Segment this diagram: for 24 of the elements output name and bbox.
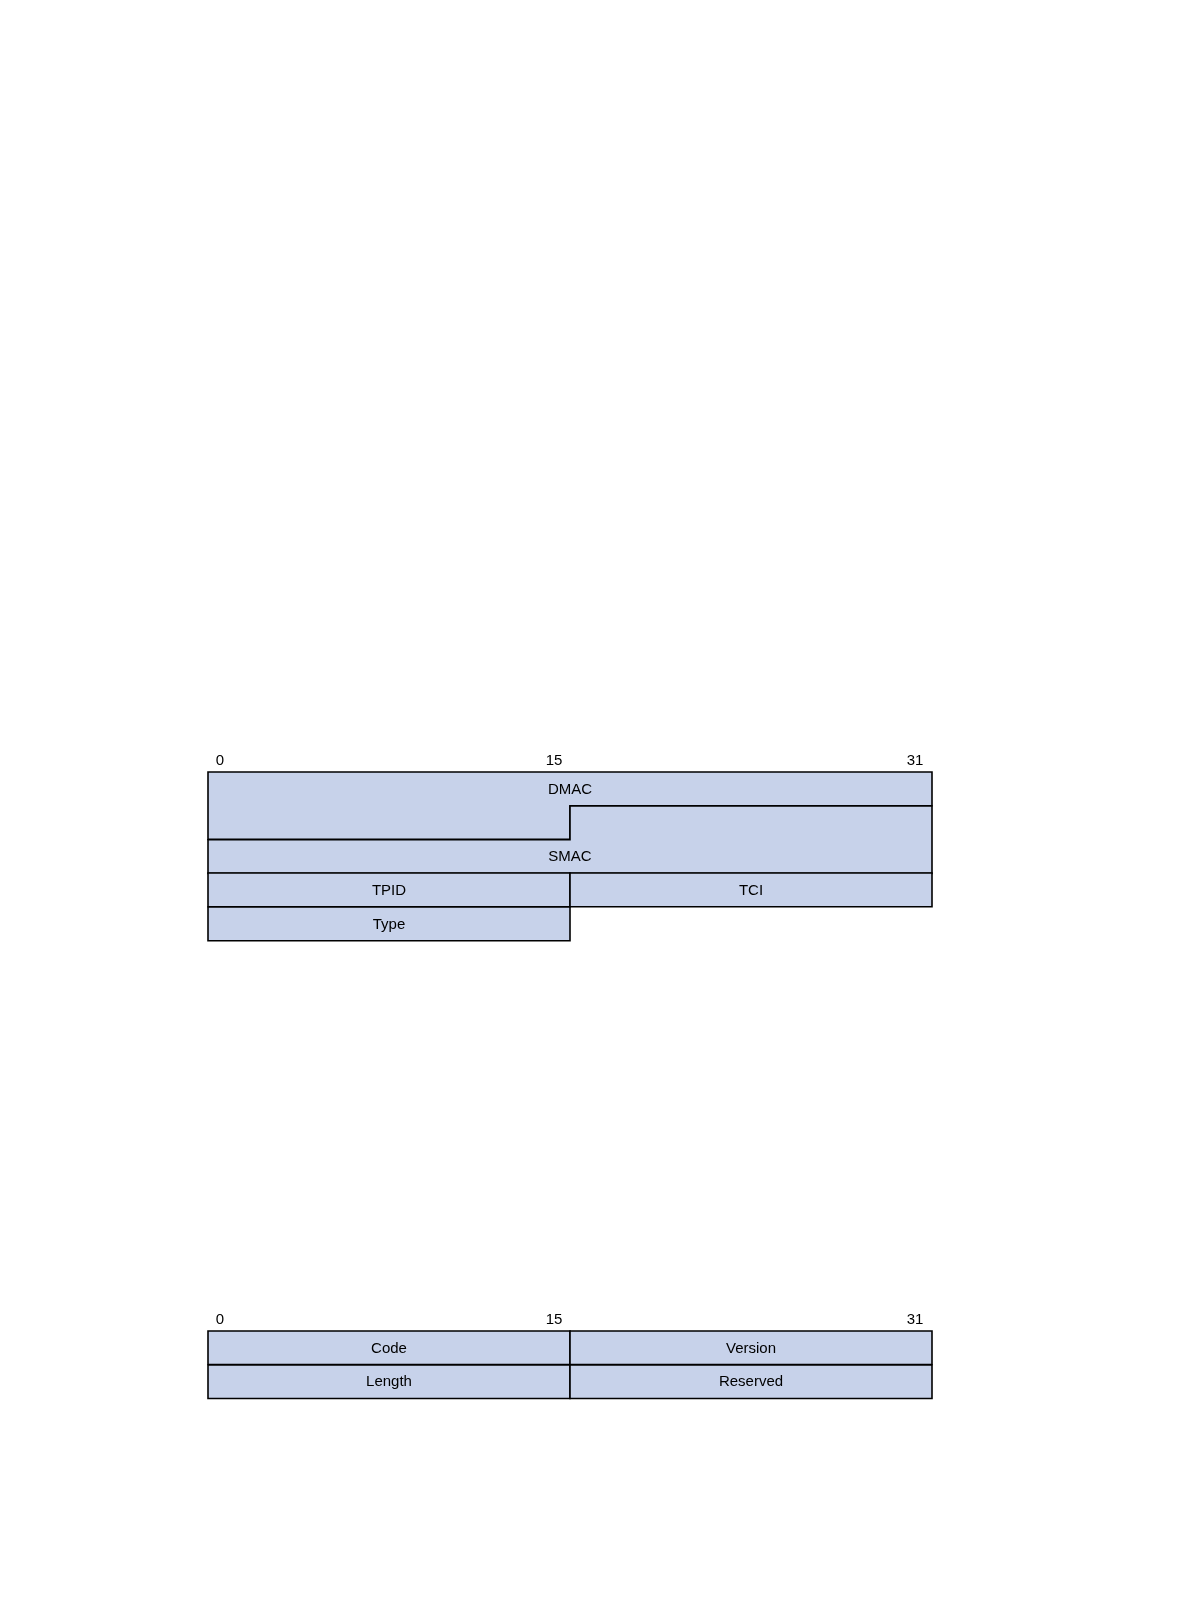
bit-position: 31 [906, 1309, 924, 1328]
field-name: Code [371, 1338, 407, 1357]
field-name: Length [366, 1372, 412, 1391]
bit-position: 31 [906, 750, 924, 769]
bit-position: 0 [215, 750, 225, 769]
bit-position: 15 [545, 1309, 563, 1328]
packet-field [570, 1331, 932, 1365]
field-name: TCI [738, 880, 764, 899]
field-name: Reserved [718, 1372, 784, 1391]
packet-field [208, 873, 570, 907]
bit-position: 0 [215, 1309, 225, 1328]
packet-field [208, 906, 570, 941]
packet-field [208, 772, 932, 840]
packet-field [208, 805, 932, 874]
field-name: DMAC [547, 779, 593, 798]
field-name: SMAC [548, 847, 592, 866]
packet-field [208, 1364, 570, 1398]
packet-field [208, 1331, 570, 1365]
bit-position: 15 [545, 750, 563, 769]
field-name: Version [725, 1338, 776, 1357]
packet-field [570, 1364, 932, 1398]
packet-field [570, 873, 932, 907]
field-name: Type [372, 914, 406, 933]
field-name: TPID [371, 880, 407, 899]
